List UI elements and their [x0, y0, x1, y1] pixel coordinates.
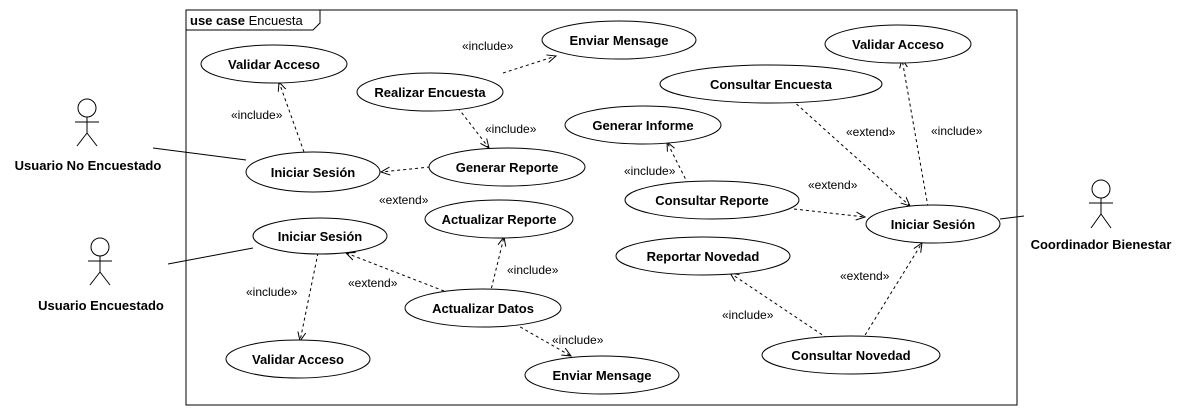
- usecase-actualizar-datos[interactable]: Actualizar Datos: [404, 288, 562, 328]
- label-include: «include»: [507, 263, 559, 277]
- usecase-label: Actualizar Reporte: [442, 212, 557, 227]
- usecase-consultar-novedad[interactable]: Consultar Novedad: [761, 335, 941, 375]
- relation-consultarreporte-iniciar3: [793, 208, 865, 217]
- association-encuestado: [167, 247, 254, 265]
- usecase-enviar-mensage[interactable]: Enviar Mensage: [524, 355, 680, 395]
- usecase-validar-acceso[interactable]: Validar Acceso: [200, 44, 348, 84]
- usecase-label: Actualizar Datos: [432, 301, 534, 316]
- usecase-label: Consultar Reporte: [655, 193, 768, 208]
- usecase-consultar-reporte[interactable]: Consultar Reporte: [624, 180, 800, 220]
- usecase-realizar-encuesta[interactable]: Realizar Encuesta: [356, 72, 504, 112]
- usecase-iniciar-sesion[interactable]: Iniciar Sesión: [245, 151, 381, 193]
- label-include: «include»: [231, 108, 283, 122]
- relation-iniciar3-validar3: [902, 59, 929, 208]
- relation-actualizar-reporte: [489, 237, 504, 295]
- relation-consultarencuesta-iniciar3: [791, 99, 910, 206]
- label-extend: «extend»: [348, 276, 398, 290]
- association-no-encuestado: [152, 147, 247, 161]
- relation-actualizar-enviar2: [514, 323, 571, 356]
- usecase-reportar-novedad[interactable]: Reportar Novedad: [615, 236, 791, 276]
- label-extend: «extend»: [379, 193, 429, 207]
- label-include: «include»: [246, 285, 298, 299]
- relation-novedad-reportar: [730, 273, 828, 339]
- usecase-label: Reportar Novedad: [647, 249, 760, 264]
- usecase-iniciar-sesion[interactable]: Iniciar Sesión: [252, 217, 388, 255]
- usecase-label: Iniciar Sesión: [891, 217, 976, 232]
- relation-iniciar2-validar2: [300, 252, 319, 341]
- relation-generar-iniciar1: [381, 166, 431, 172]
- usecase-label: Generar Reporte: [456, 160, 559, 175]
- usecase-actualizar-reporte[interactable]: Actualizar Reporte: [424, 199, 574, 239]
- usecase-label: Realizar Encuesta: [374, 85, 486, 100]
- association-coordinador: [999, 215, 1025, 220]
- system-frame: use case Encuesta: [185, 9, 1018, 406]
- usecase-label: Validar Acceso: [228, 57, 320, 72]
- usecase-enviar-mensage[interactable]: Enviar Mensage: [541, 20, 697, 60]
- usecase-validar-acceso[interactable]: Validar Acceso: [824, 24, 972, 64]
- actor-usuario-encuestado: [88, 237, 112, 286]
- label-include: «include»: [462, 39, 514, 53]
- label-include: «include»: [931, 124, 983, 138]
- usecase-label: Generar Informe: [592, 118, 693, 133]
- usecase-validar-acceso[interactable]: Validar Acceso: [225, 339, 371, 379]
- usecase-label: Iniciar Sesión: [271, 165, 356, 180]
- usecase-consultar-encuesta[interactable]: Consultar Encuesta: [659, 64, 883, 104]
- relation-consultarreporte-informe: [667, 142, 689, 185]
- relation-realizar-generar: [457, 107, 489, 148]
- label-extend: «extend»: [840, 269, 890, 283]
- usecase-label: Consultar Encuesta: [710, 77, 833, 92]
- label-include: «include»: [722, 308, 774, 322]
- actor-label-usuario-encuestado: Usuario Encuestado: [38, 298, 164, 313]
- relation-novedad-iniciar3: [861, 243, 922, 341]
- actor-usuario-no-encuestado: [75, 98, 99, 147]
- actor-label-coordinador-bienestar: Coordinador Bienestar: [1031, 237, 1172, 252]
- usecase-iniciar-sesion[interactable]: Iniciar Sesión: [865, 204, 1001, 244]
- relation-iniciar1-validar1: [279, 82, 305, 153]
- usecase-label: Enviar Mensage: [570, 33, 669, 48]
- actor-coordinador-bienestar: [1089, 179, 1113, 229]
- label-include: «include»: [552, 333, 604, 347]
- usecase-label: Enviar Mensage: [553, 368, 652, 383]
- actor-label-usuario-no-encuestado: Usuario No Encuestado: [15, 158, 162, 173]
- usecase-generar-informe[interactable]: Generar Informe: [564, 105, 722, 145]
- label-include: «include»: [485, 122, 537, 136]
- usecase-label: Validar Acceso: [252, 352, 344, 367]
- label-include: «include»: [624, 164, 676, 178]
- usecase-label: Consultar Novedad: [791, 348, 910, 363]
- usecase-label: Validar Acceso: [852, 37, 944, 52]
- label-extend: «extend»: [846, 125, 896, 139]
- frame-title: use case Encuesta: [190, 13, 304, 28]
- label-extend: «extend»: [808, 178, 858, 192]
- usecase-label: Iniciar Sesión: [278, 229, 363, 244]
- usecase-generar-reporte[interactable]: Generar Reporte: [428, 147, 586, 187]
- relation-realizar-enviar1: [502, 56, 556, 74]
